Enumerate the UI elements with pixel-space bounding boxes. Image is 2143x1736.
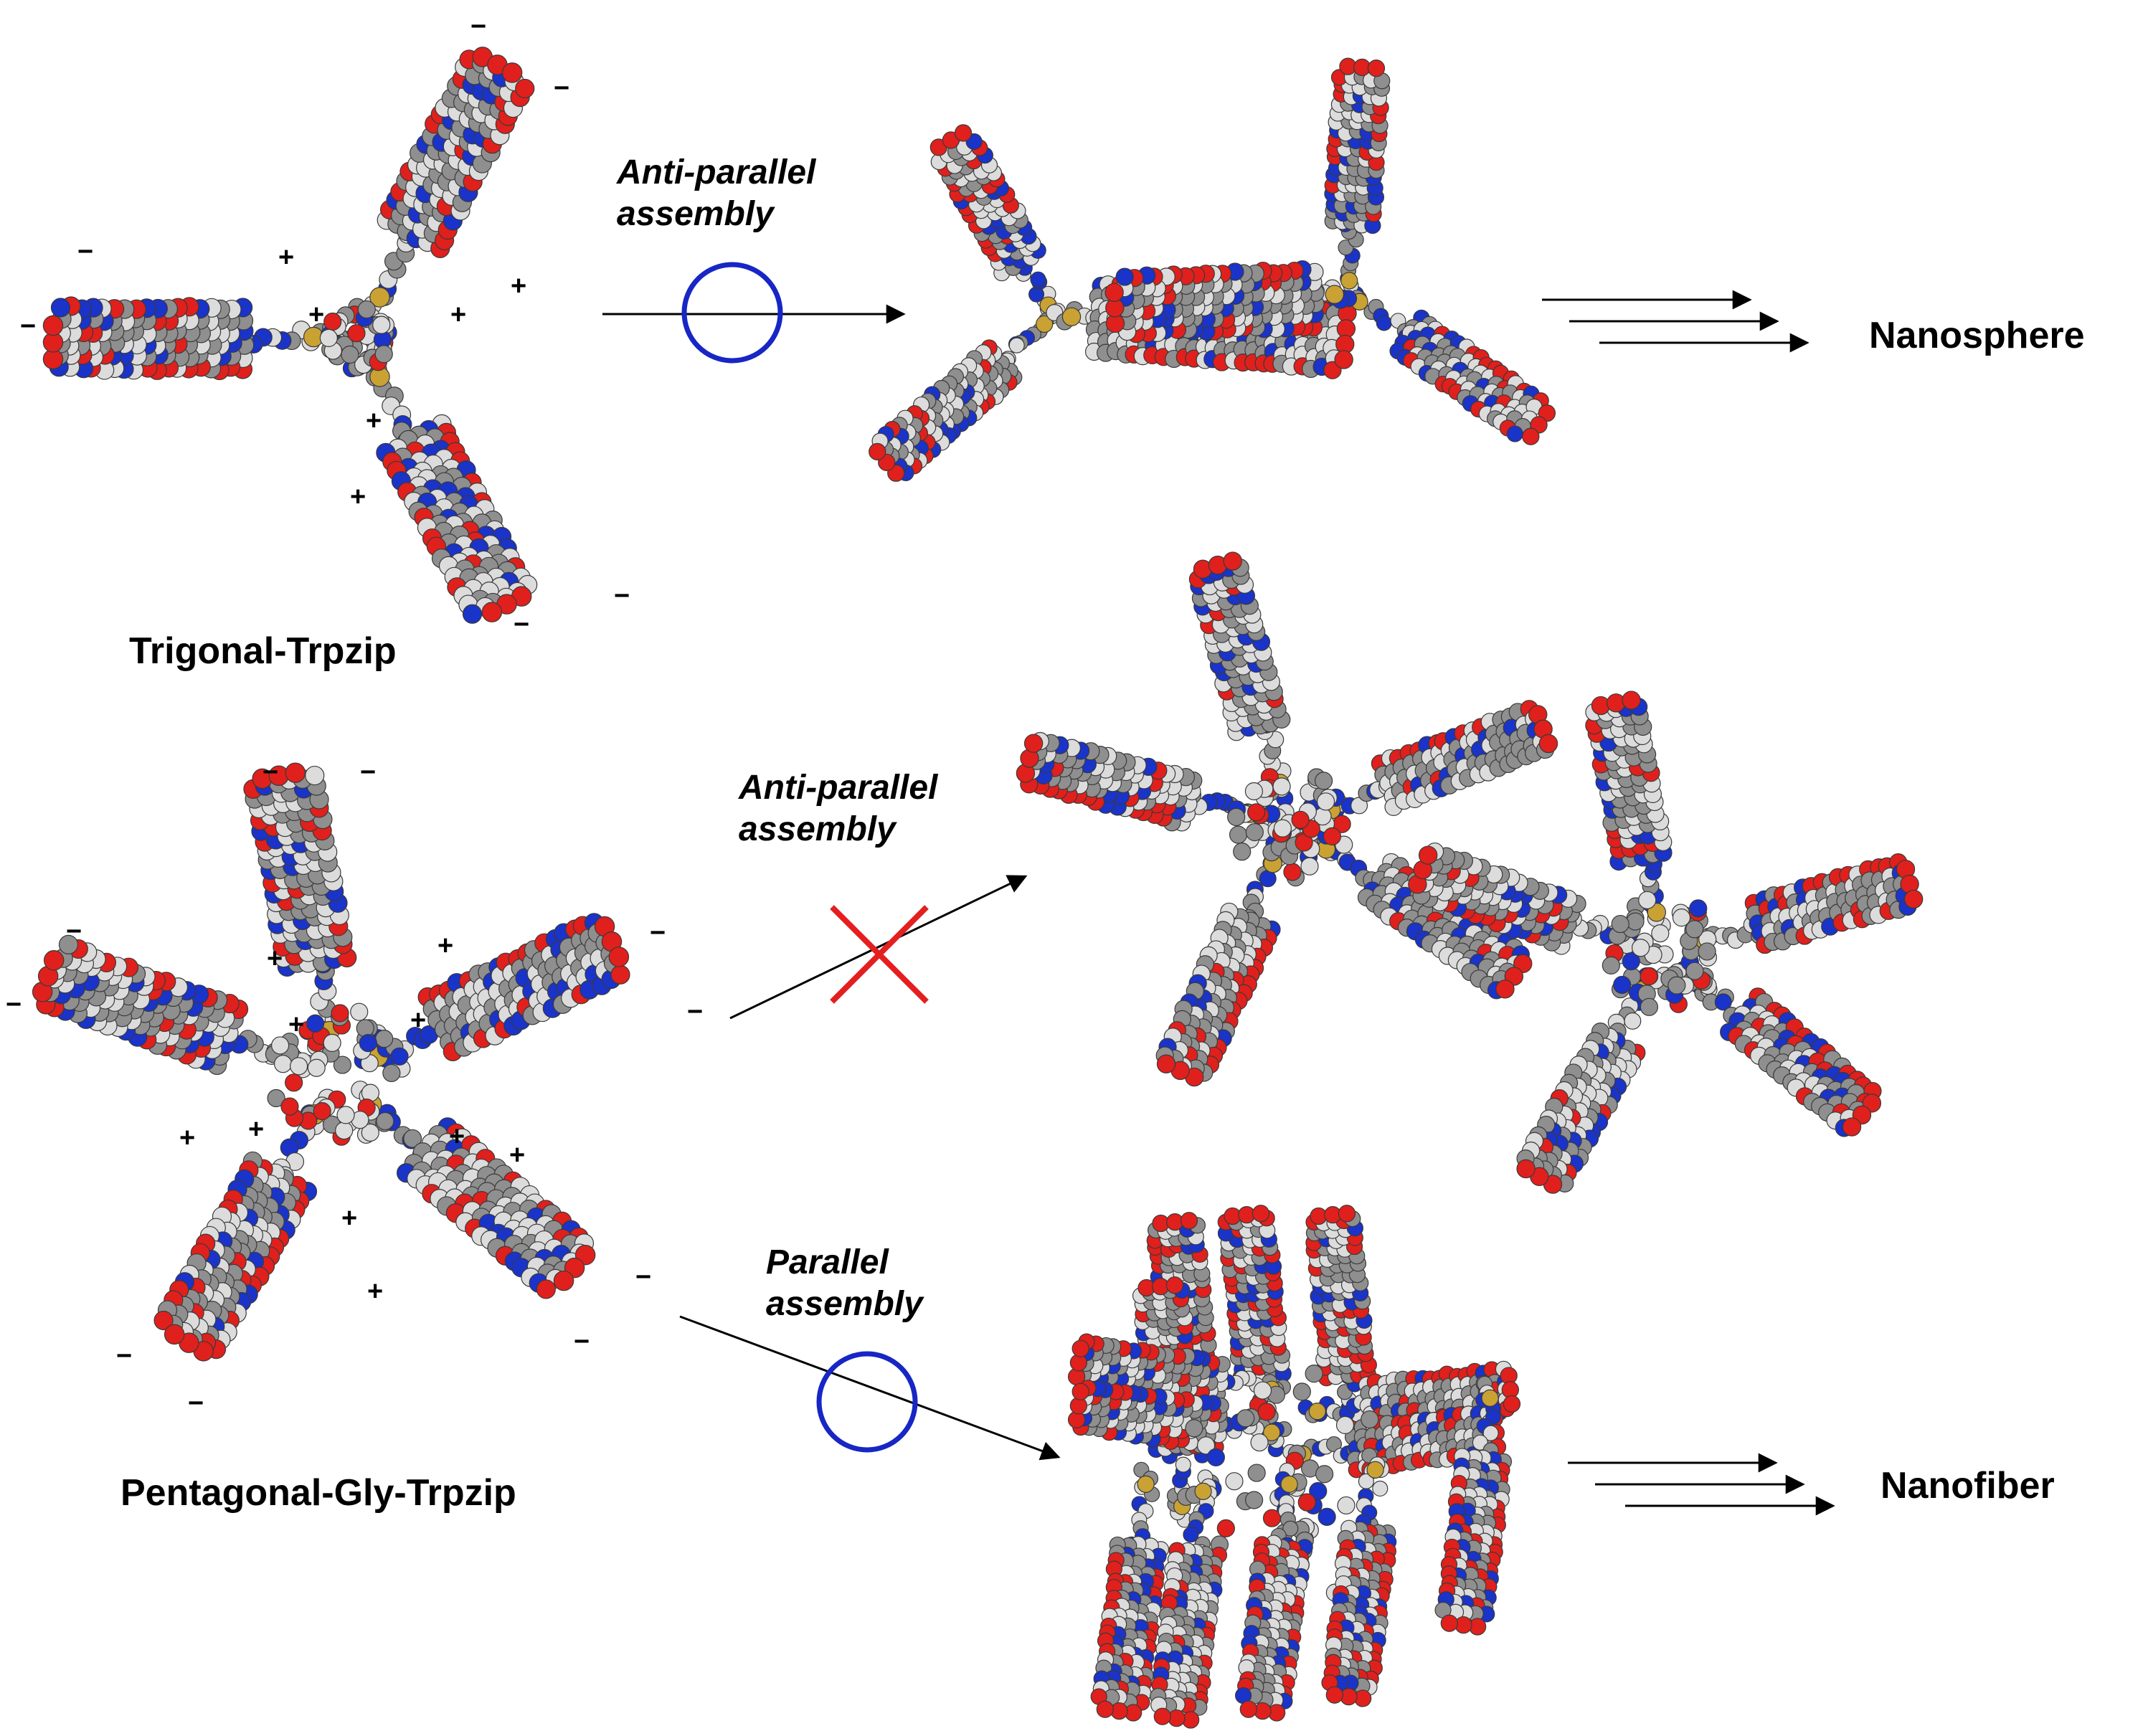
charge-minus: −	[470, 11, 487, 42]
charge-plus: +	[366, 406, 382, 436]
peptide-arm	[1673, 968, 1882, 1137]
allowed-circle-mark	[681, 262, 783, 364]
peptide-arm	[243, 762, 357, 1056]
pentagonal-gly-trpzip-label: Pentagonal-Gly-Trpzip	[120, 1472, 516, 1514]
charge-plus: +	[288, 1010, 305, 1040]
peptide-arm	[1104, 260, 1358, 343]
peptide-arm	[1516, 967, 1655, 1194]
nanofiber-label: Nanofiber	[1881, 1465, 2055, 1507]
peptide-arm	[1321, 1447, 1397, 1707]
charge-minus: −	[66, 916, 82, 947]
charge-plus: +	[179, 1123, 196, 1153]
peptide-arm	[356, 47, 535, 324]
charge-minus: −	[360, 757, 377, 787]
charge-plus: +	[410, 1005, 427, 1035]
charge-minus: −	[614, 581, 630, 611]
charge-plus: +	[248, 1114, 265, 1144]
charge-minus: −	[188, 1388, 204, 1418]
peptide-arm	[351, 1081, 596, 1299]
peptide-arm	[1188, 551, 1294, 807]
charge-minus: −	[262, 757, 279, 787]
peptide-arm	[1324, 57, 1391, 302]
peptide-arm	[1297, 1360, 1521, 1435]
peptide-arm	[1585, 691, 1673, 934]
bottom-assembly-arrow	[679, 1315, 1061, 1461]
peptide-arm	[32, 934, 318, 1078]
nanosphere-label: Nanosphere	[1869, 315, 2085, 356]
peptide-arm	[1336, 289, 1556, 445]
trigonal-trpzip-molecule	[42, 47, 538, 624]
charge-minus: −	[6, 990, 22, 1020]
charge-minus: −	[574, 1327, 590, 1357]
charge-minus: −	[554, 73, 570, 103]
peptide-arm	[1155, 842, 1287, 1087]
trigonal-trpzip-label: Trigonal-Trpzip	[129, 630, 397, 672]
charge-minus: −	[635, 1262, 652, 1292]
molecular-core	[319, 298, 397, 378]
middle-assembly-label-line2: assembly	[739, 810, 896, 848]
allowed-circle-mark	[816, 1351, 918, 1453]
charge-minus: −	[20, 311, 37, 341]
peptide-arm	[869, 303, 1066, 482]
charge-plus: +	[511, 271, 527, 301]
charge-minus: −	[687, 997, 704, 1027]
molecular-core	[265, 1002, 411, 1146]
peptide-arm	[364, 353, 538, 624]
pentagonal-dimer-right	[1408, 691, 1924, 1194]
nanosphere-triple-arrow	[1542, 290, 1810, 353]
bottom-assembly-label-line2: assembly	[766, 1285, 923, 1323]
charge-plus: +	[308, 300, 325, 330]
parallel-stack	[1067, 1205, 1521, 1729]
peptide-arm	[1016, 731, 1271, 832]
peptide-arm	[1090, 1461, 1170, 1722]
charge-plus: +	[350, 482, 366, 512]
pentagonal-dimer-left	[1016, 551, 1558, 1087]
peptide-arm	[1307, 700, 1558, 820]
peptide-arm	[1217, 1205, 1292, 1458]
pentagonal-gly-trpzip-molecule	[32, 762, 630, 1362]
charge-minus: −	[116, 1341, 133, 1371]
charge-minus: −	[514, 610, 530, 640]
peptide-arm	[153, 1088, 337, 1362]
top-assembly-label-line2: assembly	[617, 195, 774, 233]
charge-plus: +	[437, 931, 454, 961]
trigonal-dimer	[869, 57, 1556, 482]
charge-plus: +	[341, 1203, 358, 1233]
charge-plus: +	[367, 1276, 384, 1306]
peptide-arm	[1234, 1462, 1313, 1722]
molecular-core	[1227, 768, 1353, 887]
charge-plus: +	[449, 1121, 465, 1152]
peptide-arm	[1150, 1469, 1228, 1729]
peptide-arm	[1434, 1375, 1513, 1636]
peptide-arm	[929, 124, 1059, 325]
forbidden-cross-mark	[830, 905, 929, 1004]
middle-assembly-label: Anti-parallel assembly	[739, 767, 937, 850]
charge-plus: +	[450, 300, 467, 330]
middle-assembly-label-line1: Anti-parallel	[739, 769, 938, 807]
charge-minus: −	[650, 918, 666, 948]
bottom-assembly-label-line1: Parallel	[766, 1243, 889, 1281]
charge-minus: −	[77, 237, 94, 267]
middle-assembly-arrow	[729, 875, 1028, 1020]
nanofiber-triple-arrow	[1568, 1453, 1835, 1516]
charge-plus: +	[278, 242, 295, 272]
molecular-core	[1602, 891, 1718, 1016]
bottom-assembly-label: Parallel assembly	[766, 1242, 923, 1325]
peptide-arm	[42, 296, 339, 381]
top-assembly-label: Anti-parallel assembly	[617, 152, 815, 235]
charge-plus: +	[509, 1140, 526, 1170]
charge-plus: +	[267, 944, 283, 974]
top-assembly-label-line1: Anti-parallel	[617, 153, 816, 191]
peptide-arm	[1684, 853, 1924, 957]
